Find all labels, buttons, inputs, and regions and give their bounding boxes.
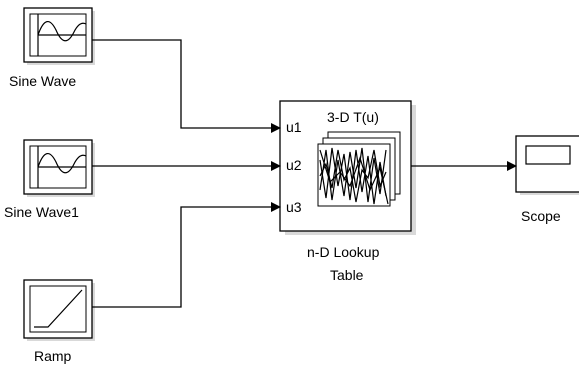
- signal-line-sine-to-u1[interactable]: [92, 39, 281, 133]
- lookup-label-line2: Table: [330, 267, 364, 283]
- sine-wave1-label: Sine Wave1: [4, 204, 79, 220]
- port-u2: u2: [286, 157, 302, 173]
- ramp-block[interactable]: [23, 279, 95, 341]
- sine-wave-label: Sine Wave: [9, 73, 76, 89]
- port-u3: u3: [286, 199, 302, 215]
- scope-screen-icon: [525, 145, 571, 165]
- lookup-label-line1: n-D Lookup: [307, 244, 380, 260]
- signal-line-sine1-to-u2[interactable]: [92, 161, 281, 171]
- scope-block[interactable]: [515, 135, 579, 195]
- sine-wave-block[interactable]: [23, 7, 95, 65]
- sine-wave1-icon: [29, 145, 87, 189]
- lookup-table-block[interactable]: 3-D T(u) u1 u2 u3: [279, 100, 416, 235]
- signal-line-lookup-to-scope[interactable]: [411, 161, 517, 171]
- port-u1: u1: [286, 119, 302, 135]
- sine-wave1-block[interactable]: [23, 139, 95, 197]
- ramp-label: Ramp: [34, 348, 72, 364]
- sine-wave-icon: [29, 13, 87, 57]
- ramp-icon: [29, 285, 87, 333]
- scope-label: Scope: [521, 208, 561, 224]
- lookup-header: 3-D T(u): [327, 109, 379, 125]
- signal-line-ramp-to-u3[interactable]: [92, 202, 281, 308]
- lookup-table-3d-icon: [317, 131, 401, 207]
